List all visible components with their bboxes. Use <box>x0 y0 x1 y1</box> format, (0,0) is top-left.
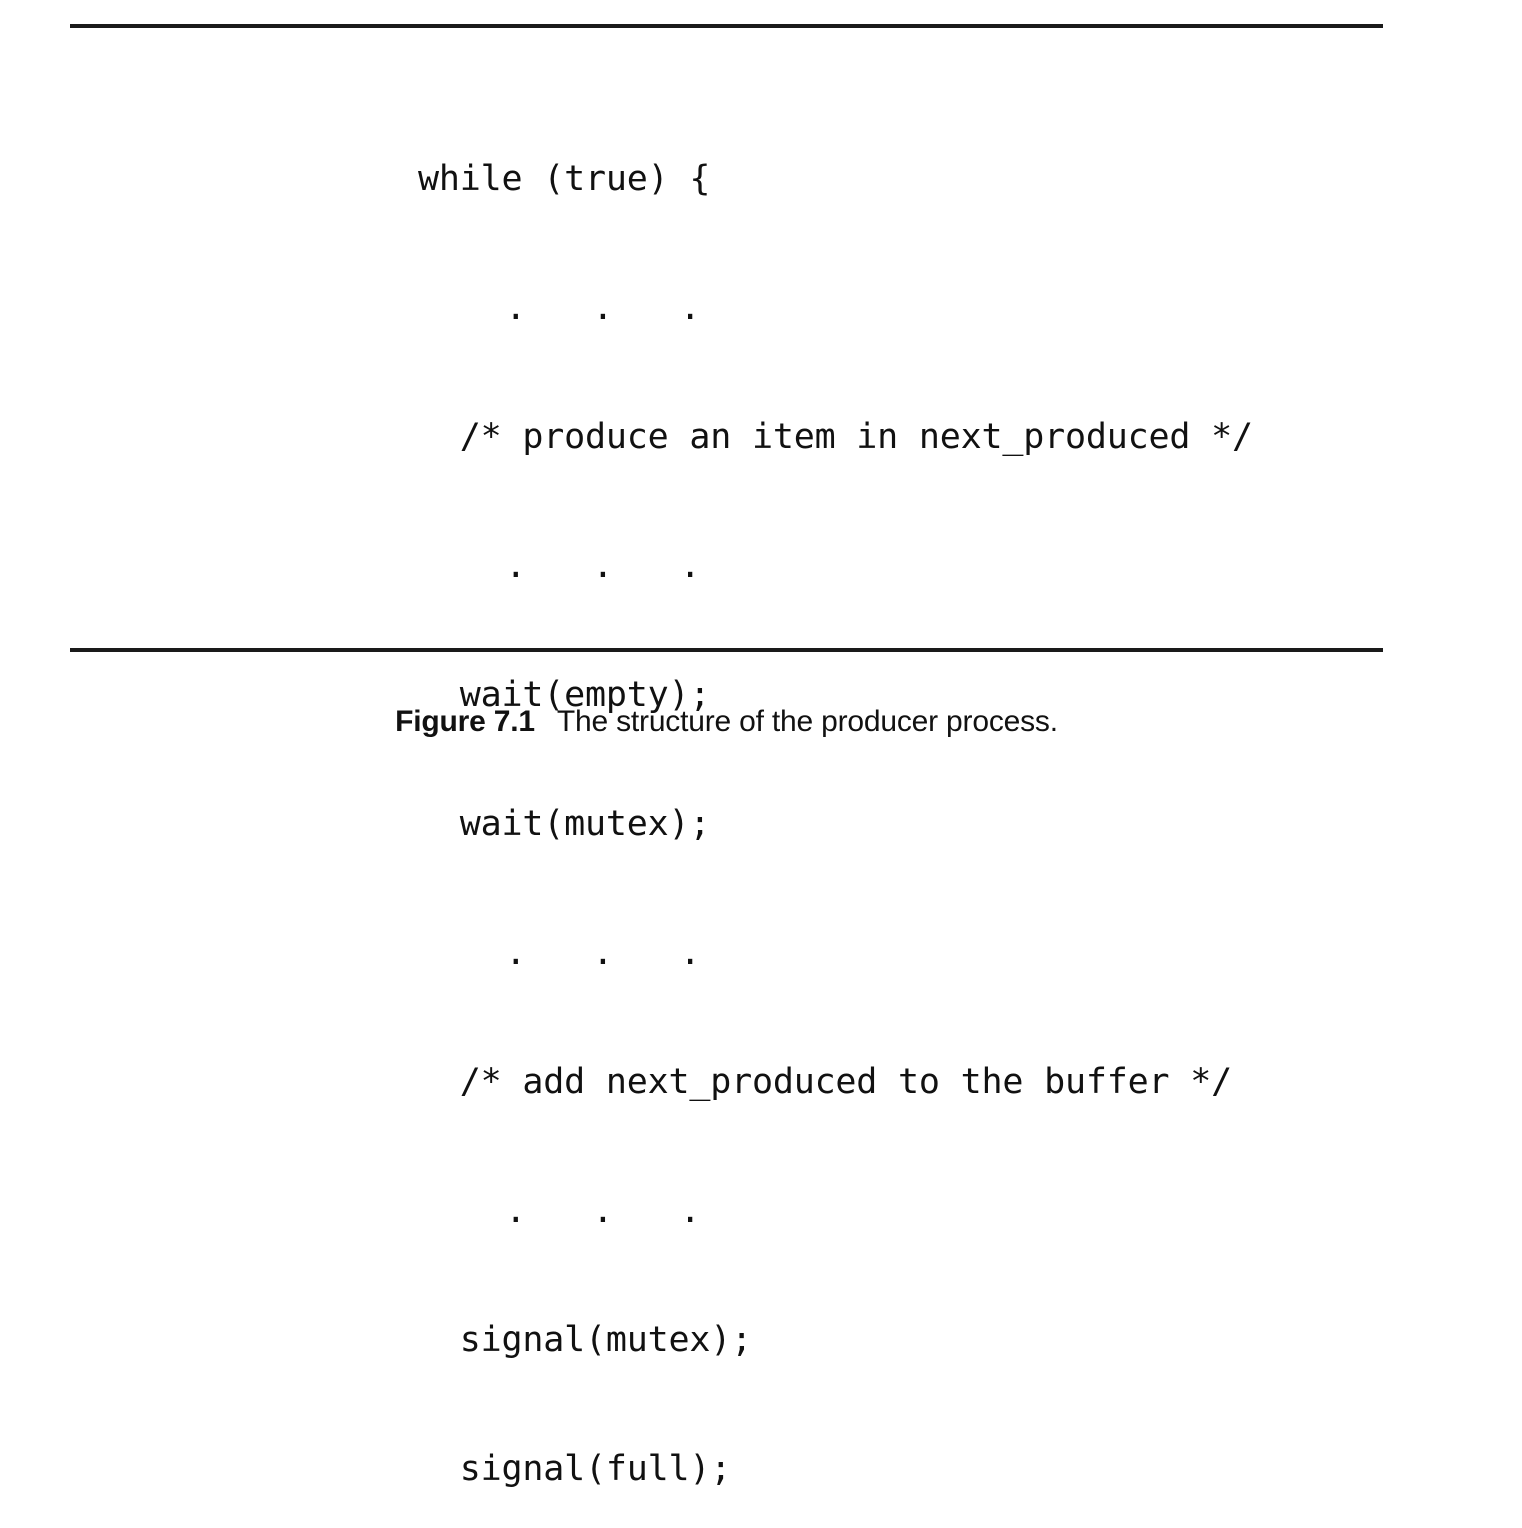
code-line-ellipsis-4: . . . <box>418 1191 709 1231</box>
code-line-ellipsis-3: . . . <box>418 933 709 973</box>
figure-top-rule <box>70 24 1383 28</box>
figure-container: while (true) { . . . /* produce an item … <box>70 24 1383 1489</box>
code-line-while-true: while (true) { <box>418 159 711 199</box>
code-line-signal-full: signal(full); <box>418 1449 732 1489</box>
figure-caption-label: Figure 7.1 <box>395 705 535 738</box>
figure-bottom-rule <box>70 648 1383 652</box>
figure-caption: Figure 7.1 The structure of the producer … <box>70 705 1383 739</box>
code-line-wait-empty: wait(empty); <box>418 675 711 715</box>
code-line-wait-mutex: wait(mutex); <box>418 804 711 844</box>
code-listing: while (true) { . . . /* produce an item … <box>418 72 1253 1528</box>
code-line-ellipsis-1: . . . <box>418 288 709 328</box>
figure-caption-text: The structure of the producer process. <box>556 705 1058 738</box>
code-line-comment-add: /* add next_produced to the buffer */ <box>418 1062 1232 1102</box>
code-line-ellipsis-2: . . . <box>418 546 709 586</box>
code-line-signal-mutex: signal(mutex); <box>418 1320 752 1360</box>
code-line-comment-produce: /* produce an item in next_produced */ <box>418 417 1253 457</box>
